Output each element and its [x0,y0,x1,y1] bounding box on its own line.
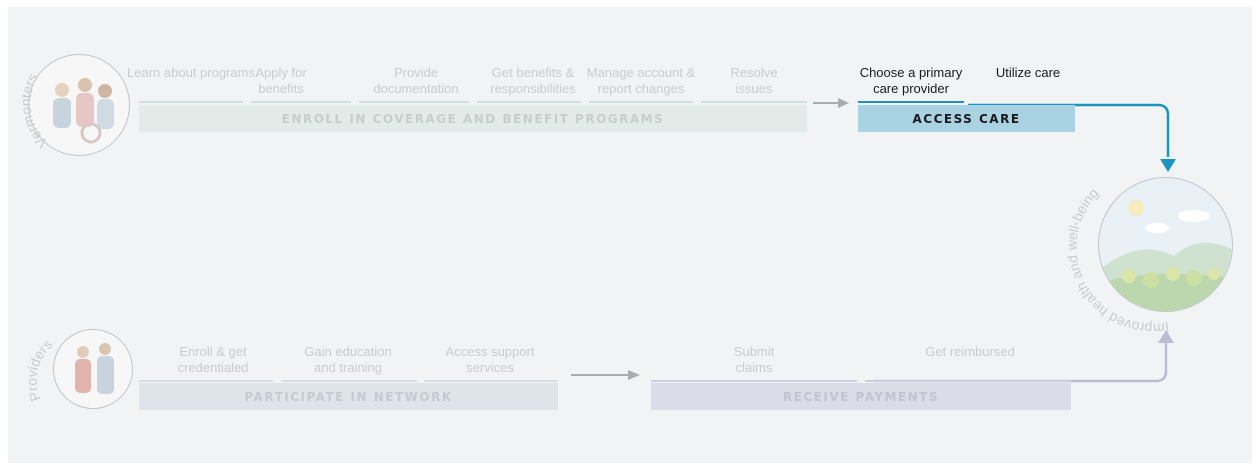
step-enroll-get-credentialed: Enroll & get credentialed [177,344,249,375]
svg-text:Providers: Providers [23,336,55,404]
step-submit-claims: Submit claims [733,344,775,375]
network-to-payments-arrowhead [628,370,640,380]
vermonters-avatar-circle [28,54,130,156]
payments-flow-arrowhead [1158,330,1174,343]
outcome-curved-label: Improved health and well-being [1063,185,1170,337]
step-get-benefits-responsibilities: Get benefits & responsibilities [490,65,576,96]
sun-icon [1128,200,1144,216]
step-access-support-services: Access support services [445,344,535,375]
step-learn-about-programs: Learn about programs [127,65,255,80]
step-apply-for-benefits: Apply for benefits [255,65,307,96]
network-step-underline [139,380,273,382]
step-choose-primary-care-provider: Choose a primary care provider [859,65,963,96]
payments-step-underline [651,380,857,382]
phase-bar-participate-network: PARTICIPATE IN NETWORK [139,383,558,410]
landscape-illustration [1099,200,1232,311]
step-gain-education-training: Gain education and training [304,344,392,375]
step-manage-account: Manage account & report changes [586,65,696,96]
enroll-step-underline [589,101,693,103]
enroll-step-underline [359,101,469,103]
access-care-flow-line [968,103,1170,157]
providers-curved-label: Providers [23,336,55,404]
vermonters-curved-label: Vermonters [18,70,51,151]
providers-people-illustration [75,343,114,394]
enroll-step-underline [139,101,243,103]
enroll-to-access-arrowhead [838,98,849,108]
enroll-step-underline [477,101,581,103]
phase-bar-receive-payments: RECEIVE PAYMENTS [651,383,1071,410]
step-get-reimbursed: Get reimbursed [925,344,1015,359]
step-resolve-issues: Resolve issues [730,65,778,96]
flow-connectors [571,98,1176,383]
step-utilize-care: Utilize care [995,65,1061,80]
access-care-flow-arrowhead [1160,159,1176,172]
enroll-step-underline [251,101,351,103]
network-step-underline [424,380,558,382]
providers-avatar-circle [53,329,133,409]
phase-bar-enroll: ENROLL IN COVERAGE AND BENEFIT PROGRAMS [139,105,807,132]
phase-bar-access-care: ACCESS CARE [858,105,1075,132]
vermonters-people-illustration [53,78,114,144]
network-step-underline [281,380,417,382]
enroll-step-underline [701,101,807,103]
outcome-landscape-circle [1098,177,1233,312]
payments-flow-line [873,342,1168,383]
access-care-step-underline [858,101,964,103]
step-provide-documentation: Provide documentation [373,65,459,96]
journey-map-canvas: Vermonters Learn about programs Apply fo… [8,7,1252,463]
svg-text:Improved health and well-being: Improved health and well-being [1063,185,1170,337]
payments-step-underline [865,380,1071,382]
